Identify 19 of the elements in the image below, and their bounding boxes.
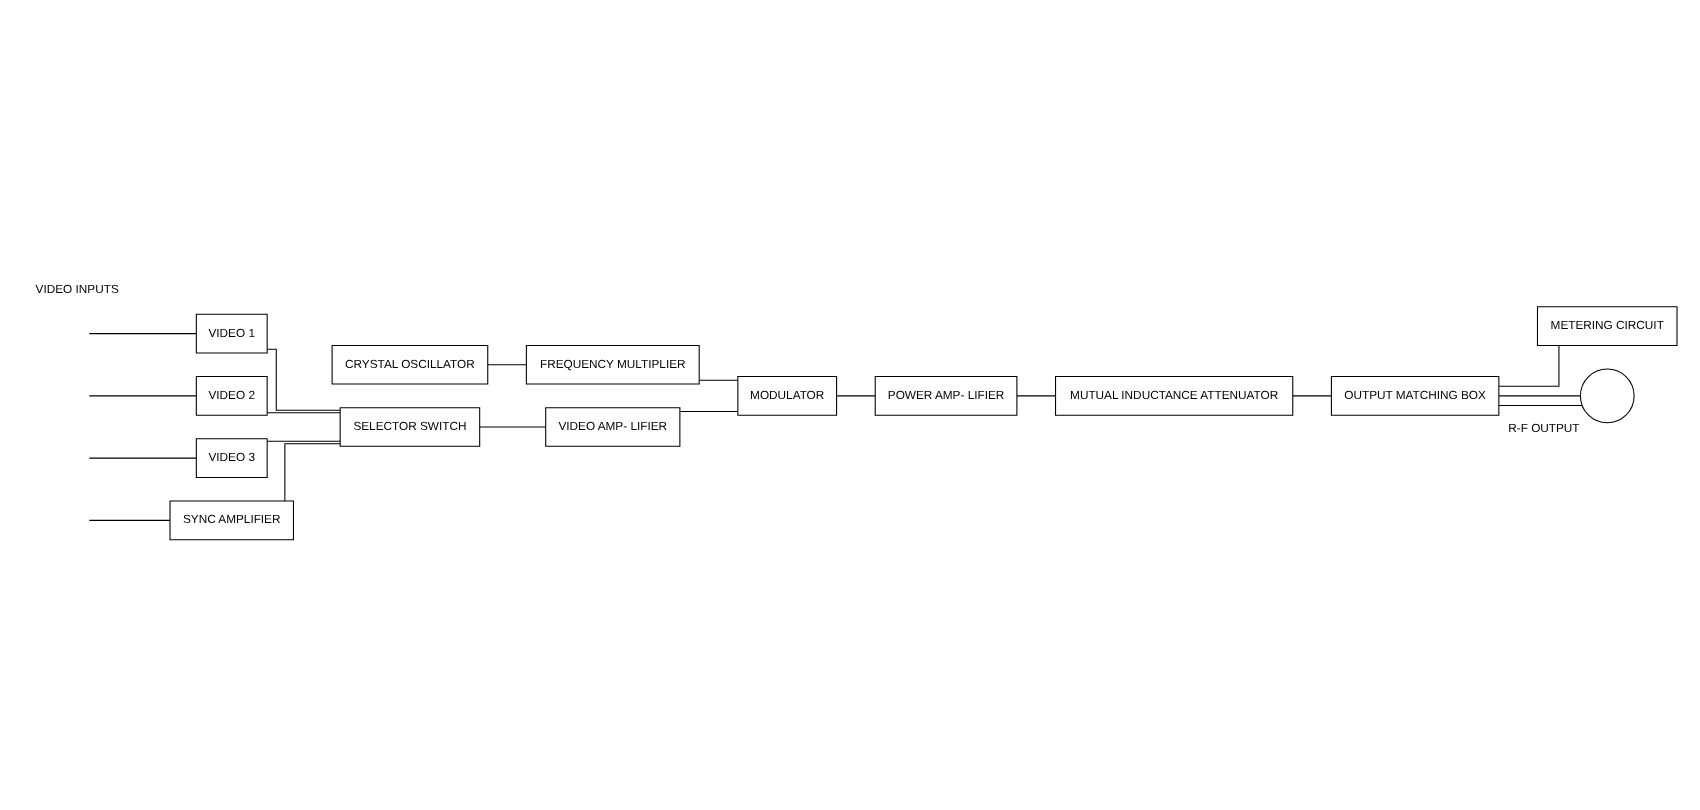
connector [266, 440, 341, 442]
node-circle [1579, 368, 1635, 424]
connector [266, 412, 341, 414]
connector [88, 333, 197, 335]
connector [1498, 405, 1583, 407]
connector [698, 379, 739, 381]
connector [88, 457, 197, 459]
connector [1498, 344, 1560, 387]
connector [88, 395, 197, 397]
connector [487, 364, 527, 366]
connector [679, 410, 739, 412]
connector [1016, 395, 1057, 397]
connector [1498, 395, 1581, 397]
connector [284, 443, 341, 502]
connector [1292, 395, 1332, 397]
connector [266, 348, 341, 411]
connector [836, 395, 876, 397]
connector [88, 519, 171, 521]
connector [479, 426, 547, 428]
